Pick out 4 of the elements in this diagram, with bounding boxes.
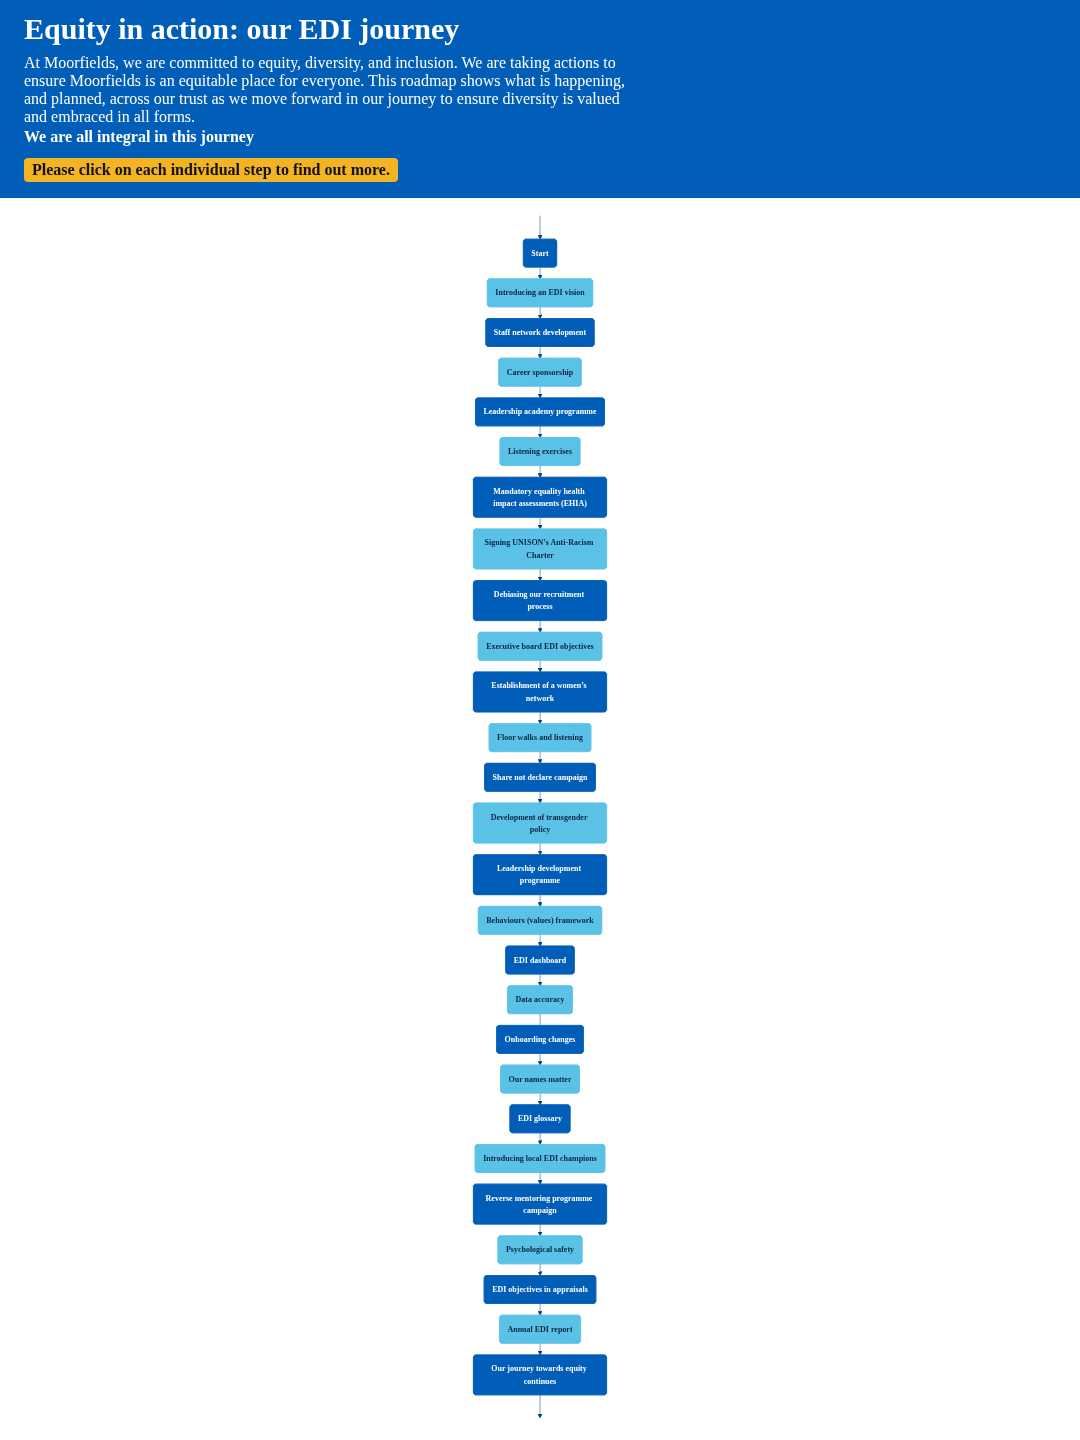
tagline: We are all integral in this journey [24, 128, 255, 146]
title: Equity in action: our EDI journey [24, 12, 461, 46]
instruction-banner: Please click on each individual step to find out more. [24, 158, 398, 182]
intro-paragraph: At Moorfields, we are committed to equity, diversity, and inclusion. We are taking actions to ensure Moorfields is an equitable place for everyone. This roadmap shows what is happening, and planned, across our trust as we move forward in our journey to ensure diversity is valued and embraced in all forms. [24, 54, 626, 126]
